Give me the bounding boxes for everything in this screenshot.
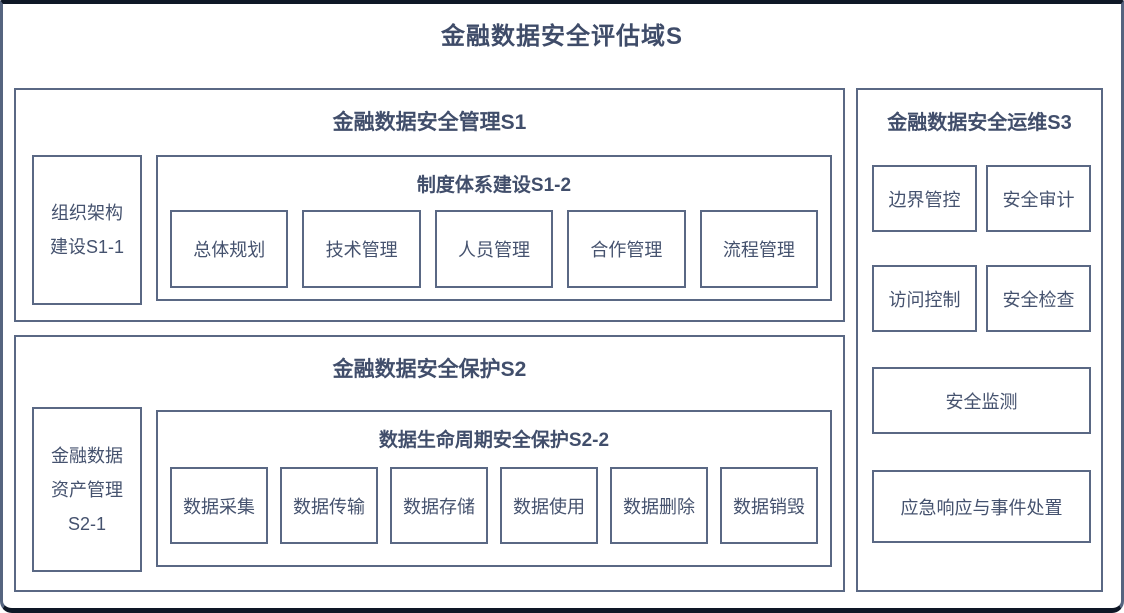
box-data-usage: 数据使用 <box>500 467 598 544</box>
box-s2-1-line1: 金融数据 <box>51 445 123 466</box>
box-cooperation-management: 合作管理 <box>567 210 686 288</box>
box-data-lifecycle-protection-s2-2: 数据生命周期安全保护S2-2 数据采集 数据传输 数据存储 数据使用 数据删除 … <box>156 410 832 567</box>
section-s1: 金融数据安全管理S1 组织架构 建设S1-1 制度体系建设S1-2 总体规划 技… <box>14 88 845 322</box>
box-org-structure-line2: 建设S1-1 <box>49 237 125 257</box>
box-personnel-management: 人员管理 <box>434 210 554 288</box>
box-org-structure-building-s1-1: 组织架构 建设S1-1 <box>32 155 142 305</box>
box-emergency-response-incident-handling: 应急响应与事件处置 <box>872 470 1091 543</box>
section-s3-title: 金融数据安全运维S3 <box>887 112 1072 134</box>
box-technical-management: 技术管理 <box>302 210 421 288</box>
section-s2: 金融数据安全保护S2 金融数据 资产管理 S2-1 数据生命周期安全保护S2-2… <box>14 335 845 592</box>
box-financial-data-asset-management-s2-1: 金融数据 资产管理 S2-1 <box>32 407 142 572</box>
box-s2-2-title: 数据生命周期安全保护S2-2 <box>378 430 610 451</box>
box-boundary-control: 边界管控 <box>872 165 977 232</box>
box-security-audit: 安全审计 <box>986 165 1091 232</box>
section-s2-title: 金融数据安全保护S2 <box>332 358 527 381</box>
box-data-storage: 数据存储 <box>390 467 488 544</box>
box-s2-1-line2: 资产管理 <box>51 479 123 500</box>
box-security-inspection: 安全检查 <box>986 265 1091 332</box>
box-s1-2-title: 制度体系建设S1-2 <box>416 175 572 196</box>
box-access-control: 访问控制 <box>872 265 977 332</box>
box-process-management: 流程管理 <box>699 210 819 288</box>
box-overall-planning: 总体规划 <box>170 210 289 288</box>
s2-2-leaf-row: 数据采集 数据传输 数据存储 数据使用 数据删除 数据销毁 <box>170 467 818 544</box>
section-s3: 金融数据安全运维S3 边界管控 安全审计 访问控制 安全检查 安全监测 应急响应… <box>856 88 1103 592</box>
box-org-structure-line1: 组织架构 <box>51 203 123 223</box>
box-policy-system-building-s1-2: 制度体系建设S1-2 总体规划 技术管理 人员管理 合作管理 流程管理 <box>156 155 832 301</box>
diagram-title: 金融数据安全评估域S <box>440 23 683 50</box>
box-s2-1-line3: S2-1 <box>67 513 107 534</box>
box-security-monitoring: 安全监测 <box>872 367 1091 434</box>
section-s1-title: 金融数据安全管理S1 <box>332 111 527 134</box>
box-data-transmission: 数据传输 <box>280 467 378 544</box>
box-data-deletion: 数据删除 <box>610 467 708 544</box>
box-data-destruction: 数据销毁 <box>720 467 818 544</box>
box-data-collection: 数据采集 <box>170 467 268 544</box>
s1-2-leaf-row: 总体规划 技术管理 人员管理 合作管理 流程管理 <box>170 210 819 288</box>
